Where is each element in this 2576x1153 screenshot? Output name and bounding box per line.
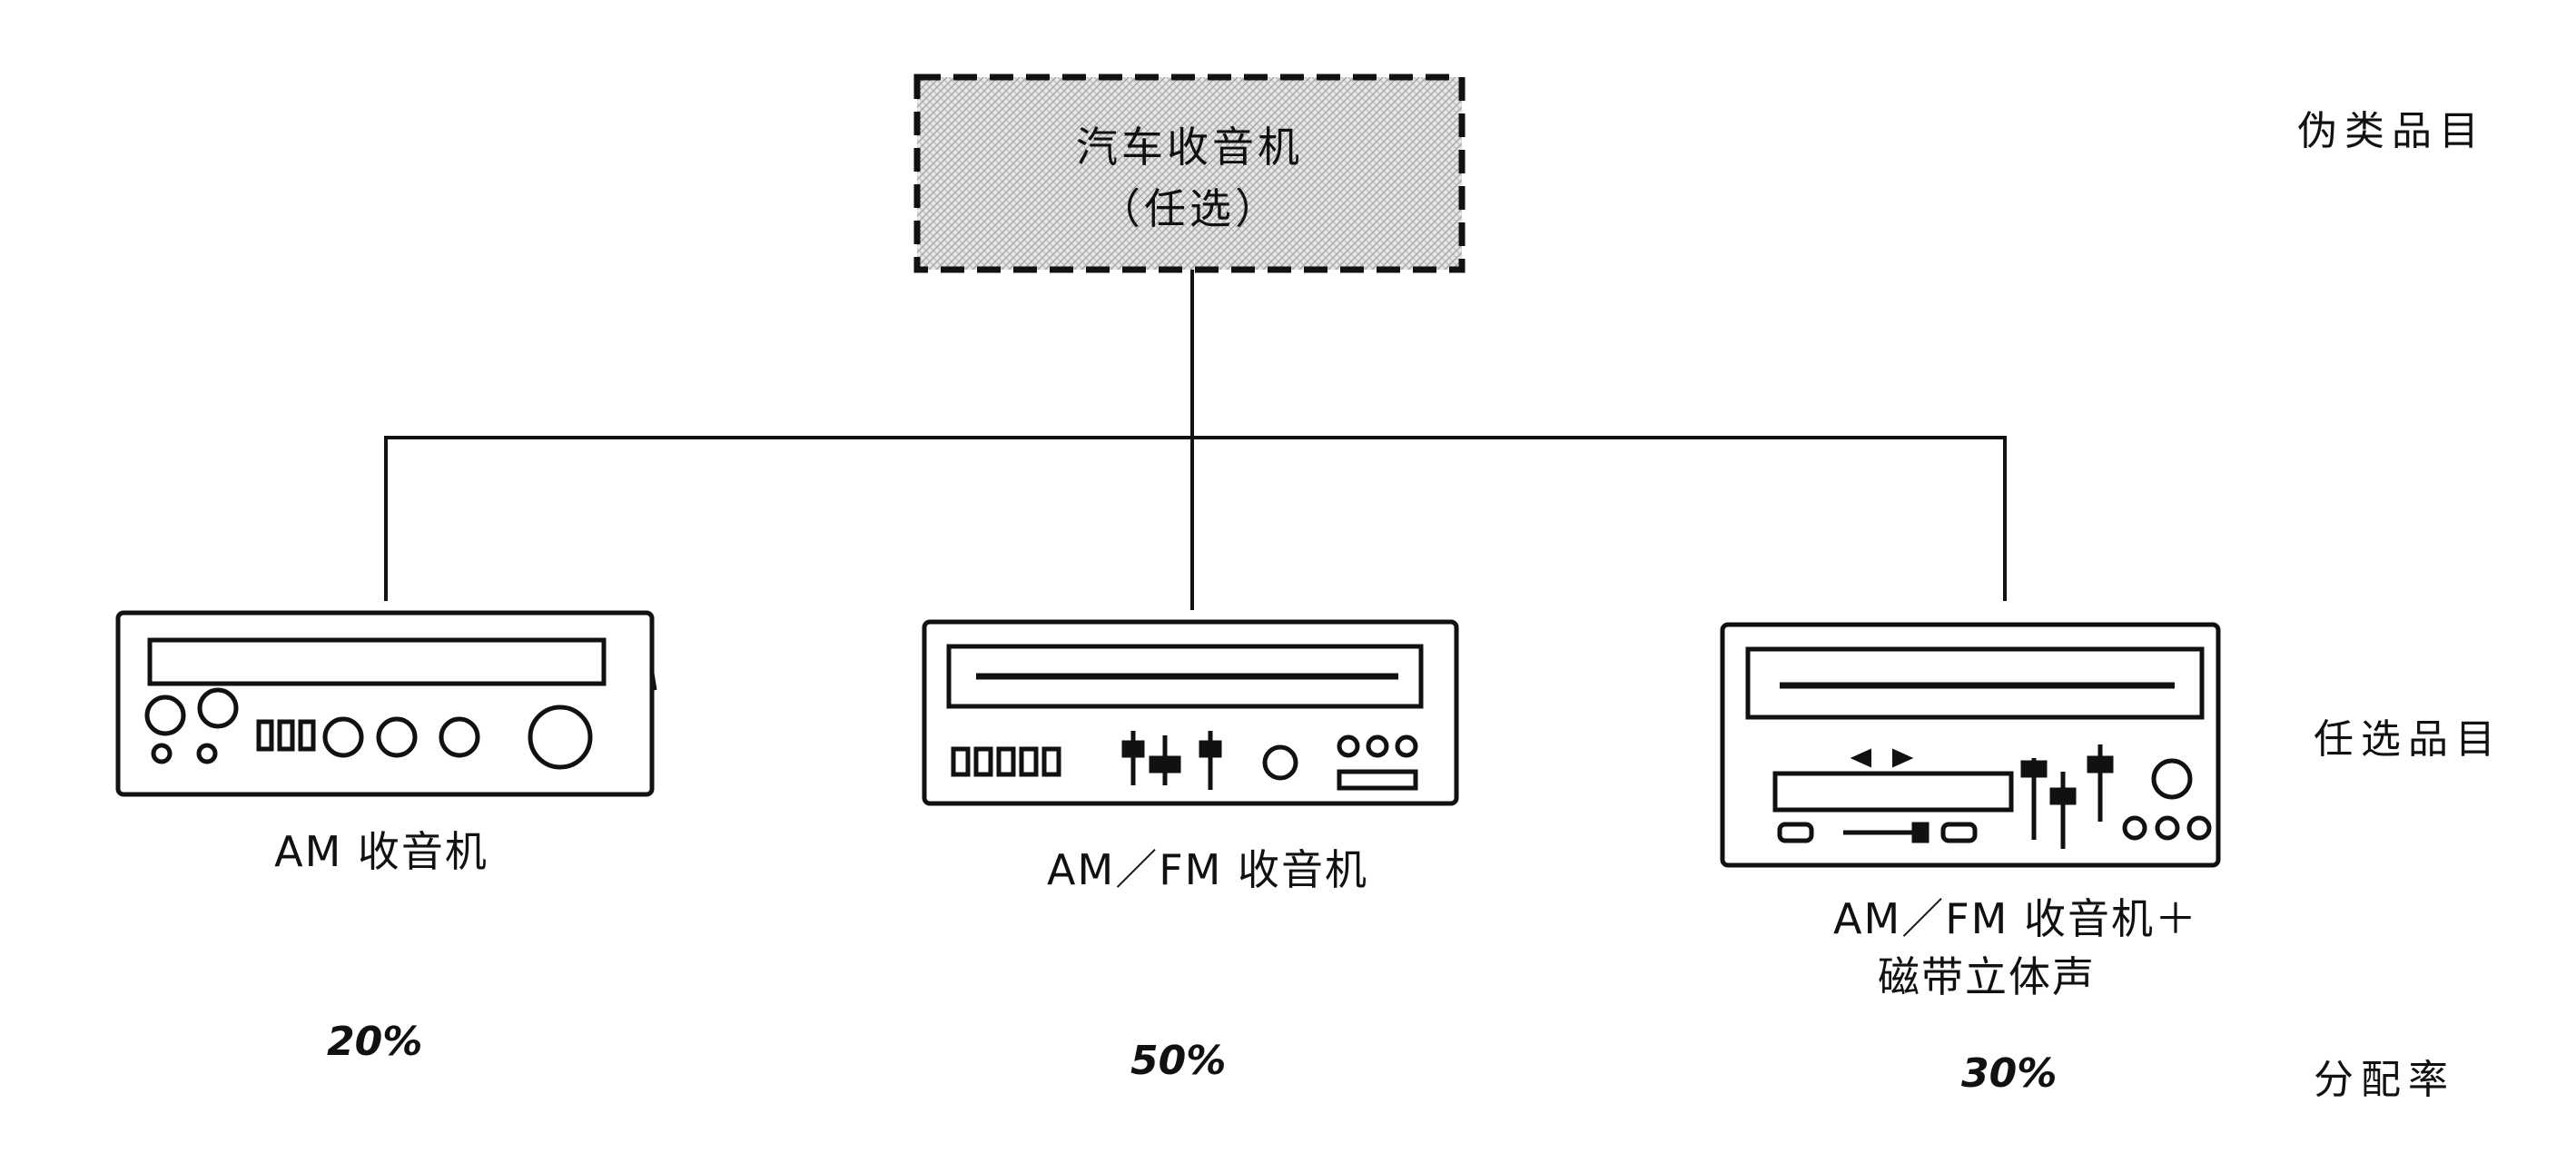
tree-connectors (384, 270, 2007, 610)
rate-am-fm: 50% (1130, 1038, 1227, 1084)
rate-am-fm-tape: 30% (1961, 1050, 2058, 1097)
item-label-am-fm-tape-line2: 磁带立体声 (1878, 952, 2096, 1001)
item-label-am: AM 收音机 (274, 827, 489, 876)
item-label-am-fm-tape: AM／FM 收音机＋ 磁带立体声 (1780, 890, 2252, 1006)
level-label-pseudo: 伪类品目 (2297, 108, 2486, 154)
level-label-allocation: 分配率 (2314, 1057, 2455, 1103)
item-label-am-fm-tape-line1: AM／FM 收音机＋ (1833, 894, 2198, 943)
root-subtitle: （任选） (1099, 184, 1280, 233)
root-title: 汽车收音机 (1076, 123, 1303, 172)
root-node-label: 汽车收音机 （任选） (917, 116, 1462, 240)
rate-am: 20% (327, 1019, 423, 1065)
am-radio-icon (115, 610, 657, 797)
am-fm-tape-radio-icon (1720, 622, 2221, 868)
am-fm-radio-icon (922, 619, 1459, 806)
level-label-optional: 任选品目 (2314, 716, 2502, 763)
item-label-am-fm: AM／FM 收音机 (1047, 845, 1368, 894)
root-node-box (913, 74, 1466, 273)
